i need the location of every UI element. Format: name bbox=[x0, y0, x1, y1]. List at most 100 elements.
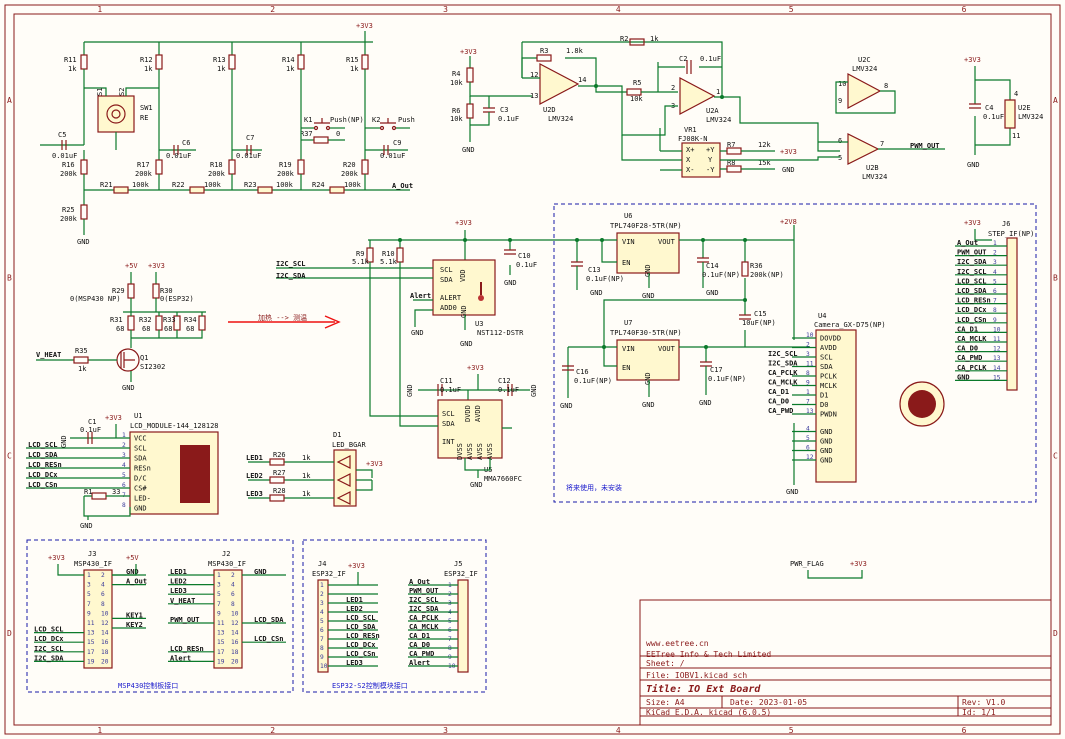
svg-text:Y: Y bbox=[708, 156, 713, 164]
j2-pin-number: 14 bbox=[231, 630, 239, 637]
svg-text:100k: 100k bbox=[276, 181, 294, 189]
svg-text:R2: R2 bbox=[620, 35, 628, 43]
lcd-pin-name: D/C bbox=[134, 475, 147, 483]
svg-text:X-: X- bbox=[686, 166, 694, 174]
j6-pin-number: 14 bbox=[993, 365, 1001, 372]
j6-pin-number: 12 bbox=[993, 346, 1001, 353]
svg-text:AVDD: AVDD bbox=[474, 405, 482, 422]
j3-supply-wire bbox=[57, 564, 137, 576]
svg-text:Id: 1/1: Id: 1/1 bbox=[962, 708, 996, 717]
svg-text:GND: GND bbox=[462, 146, 475, 154]
svg-text:R12: R12 bbox=[140, 56, 153, 64]
j2-net-label: LCD_RESn bbox=[170, 645, 204, 653]
lcd-pin-name: SDA bbox=[134, 455, 147, 463]
svg-text:Alert: Alert bbox=[410, 292, 431, 300]
svg-text:R21: R21 bbox=[100, 181, 113, 189]
j3-pin-number: 5 bbox=[87, 591, 91, 598]
svg-text:-Y: -Y bbox=[706, 166, 715, 174]
camera-pin-name: D1 bbox=[820, 392, 828, 400]
j6-pin-number: 15 bbox=[993, 374, 1001, 381]
border-row-label: C bbox=[7, 451, 12, 460]
svg-text:+3V3: +3V3 bbox=[850, 560, 867, 568]
svg-text:U4: U4 bbox=[818, 312, 826, 320]
heat-arrow bbox=[228, 315, 341, 329]
border-col-label: 4 bbox=[616, 726, 621, 735]
svg-text:RE: RE bbox=[140, 114, 148, 122]
svg-text:1k: 1k bbox=[302, 472, 311, 480]
svg-text:Sheet: /: Sheet: / bbox=[646, 659, 685, 668]
camera-net-label: CA_D1 bbox=[768, 388, 789, 396]
j4-pin-number: 9 bbox=[320, 654, 324, 661]
svg-text:C4: C4 bbox=[985, 104, 993, 112]
j6-net-label: I2C_SDA bbox=[957, 258, 987, 266]
svg-text:0.1uF: 0.1uF bbox=[516, 261, 537, 269]
j6-net-label: CA_D1 bbox=[957, 325, 978, 333]
svg-text:C2: C2 bbox=[679, 55, 687, 63]
j6-net-label: CA_D0 bbox=[957, 345, 978, 353]
svg-text:+Y: +Y bbox=[706, 146, 715, 154]
svg-text:STEP_IF(NP): STEP_IF(NP) bbox=[988, 230, 1034, 238]
svg-text:SDA: SDA bbox=[440, 276, 453, 284]
lcd-net-label: LCD_DCx bbox=[28, 471, 58, 479]
svg-text:R6: R6 bbox=[452, 107, 460, 115]
j6-pin-number: 9 bbox=[993, 317, 997, 324]
j3-pin-number: 12 bbox=[101, 620, 109, 627]
svg-text:U7: U7 bbox=[624, 319, 632, 327]
svg-text:GND: GND bbox=[560, 402, 573, 410]
svg-text:68: 68 bbox=[186, 325, 194, 333]
j6-net-label: CA_MCLK bbox=[957, 335, 987, 343]
j3-net-label: I2C_SDA bbox=[34, 654, 64, 662]
j3-pin-number: 17 bbox=[87, 649, 95, 656]
svg-text:R15: R15 bbox=[346, 56, 359, 64]
svg-text:15k: 15k bbox=[758, 159, 771, 167]
svg-text:R1: R1 bbox=[84, 488, 92, 496]
j2-net-label: GND bbox=[254, 568, 267, 576]
msp430-box-label: MSP430控制板接口 bbox=[118, 681, 178, 690]
j3-pin-number: 2 bbox=[101, 572, 105, 579]
svg-text:+3V3: +3V3 bbox=[964, 219, 981, 227]
svg-text:1k: 1k bbox=[350, 65, 359, 73]
border-col-label: 1 bbox=[97, 5, 102, 14]
j5-net-label: Alert bbox=[409, 659, 430, 667]
svg-text:10uF(NP): 10uF(NP) bbox=[742, 319, 776, 327]
heat-note: 加热 --> 测温 bbox=[258, 313, 307, 322]
not-installed-note: 将来使用，未安装 bbox=[566, 483, 622, 492]
lcd-pin-number: 1 bbox=[122, 432, 126, 439]
svg-text:C14: C14 bbox=[706, 262, 719, 270]
svg-text:LMV324: LMV324 bbox=[548, 115, 573, 123]
svg-text:200k: 200k bbox=[341, 170, 359, 178]
svg-text:R7: R7 bbox=[727, 141, 735, 149]
camera-pin-name: AVDD bbox=[820, 344, 837, 352]
j5-net-label: CA_D1 bbox=[409, 632, 430, 640]
svg-text:0.01uF: 0.01uF bbox=[236, 152, 261, 160]
svg-text:4: 4 bbox=[1014, 90, 1018, 98]
j6-pin-number: 5 bbox=[993, 278, 997, 285]
svg-text:R22: R22 bbox=[172, 181, 185, 189]
svg-text:5: 5 bbox=[838, 154, 842, 162]
j2-pin-number: 15 bbox=[217, 639, 225, 646]
svg-text:VOUT: VOUT bbox=[658, 345, 676, 353]
svg-text:ESP32_IF: ESP32_IF bbox=[444, 570, 478, 578]
border-row-label: A bbox=[1053, 96, 1058, 105]
j4-net-label: LCD_SCL bbox=[346, 614, 376, 622]
svg-text:X: X bbox=[686, 156, 691, 164]
j3-pin-number: 13 bbox=[87, 630, 95, 637]
j6-net-label: CA_PWD bbox=[957, 354, 982, 362]
camera-pin-name: PCLK bbox=[820, 373, 838, 381]
svg-text:0.1uF: 0.1uF bbox=[80, 426, 101, 434]
j6-pin-number: 3 bbox=[993, 259, 997, 266]
svg-text:INT: INT bbox=[442, 438, 455, 446]
